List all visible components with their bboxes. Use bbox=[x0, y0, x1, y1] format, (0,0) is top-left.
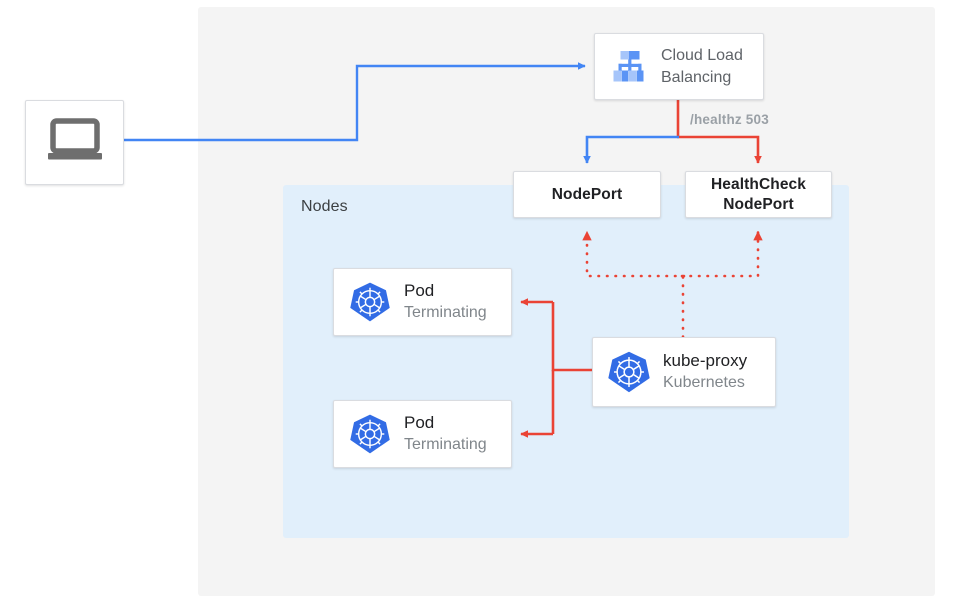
kube-proxy-title: kube-proxy bbox=[663, 351, 748, 370]
pod-node-2-subtitle: Terminating bbox=[404, 436, 487, 453]
kubernetes-icon bbox=[344, 413, 396, 455]
nodeport-node[interactable]: NodePort bbox=[513, 171, 661, 218]
kube-proxy-node[interactable]: kube-proxy Kubernetes bbox=[592, 337, 776, 407]
healthcheck-nodeport-label-line1: HealthCheck bbox=[711, 175, 806, 193]
client-node[interactable] bbox=[25, 100, 124, 185]
clb-title-line1: Cloud Load bbox=[661, 46, 743, 64]
pod-node-1-title: Pod bbox=[404, 281, 435, 300]
kubernetes-icon bbox=[344, 281, 396, 323]
laptop-icon bbox=[45, 117, 105, 168]
kube-proxy-subtitle: Kubernetes bbox=[663, 374, 745, 391]
pod-node-2[interactable]: Pod Terminating bbox=[333, 400, 512, 468]
healthcheck-nodeport-label-line2: NodePort bbox=[723, 195, 794, 213]
clb-title-line2: Balancing bbox=[661, 68, 732, 86]
cloud-load-balancing-label: Cloud Load Balancing bbox=[661, 45, 743, 89]
healthz-edge-label: /healthz 503 bbox=[690, 112, 769, 127]
pod-node-1-subtitle: Terminating bbox=[404, 304, 487, 321]
pod-node-1-text: Pod Terminating bbox=[404, 280, 487, 324]
nodeport-label: NodePort bbox=[551, 185, 623, 203]
nodes-region-label: Nodes bbox=[301, 198, 348, 215]
healthcheck-nodeport-label: HealthCheck NodePort bbox=[711, 175, 806, 215]
pod-node-2-title: Pod bbox=[404, 413, 435, 432]
pod-node-1[interactable]: Pod Terminating bbox=[333, 268, 512, 336]
kube-proxy-text: kube-proxy Kubernetes bbox=[663, 350, 747, 394]
cloud-load-balancing-icon bbox=[605, 49, 655, 85]
kubernetes-icon bbox=[603, 350, 655, 394]
cloud-load-balancing-node[interactable]: Cloud Load Balancing bbox=[594, 33, 764, 100]
healthcheck-nodeport-node[interactable]: HealthCheck NodePort bbox=[685, 171, 832, 218]
pod-node-2-text: Pod Terminating bbox=[404, 412, 487, 456]
